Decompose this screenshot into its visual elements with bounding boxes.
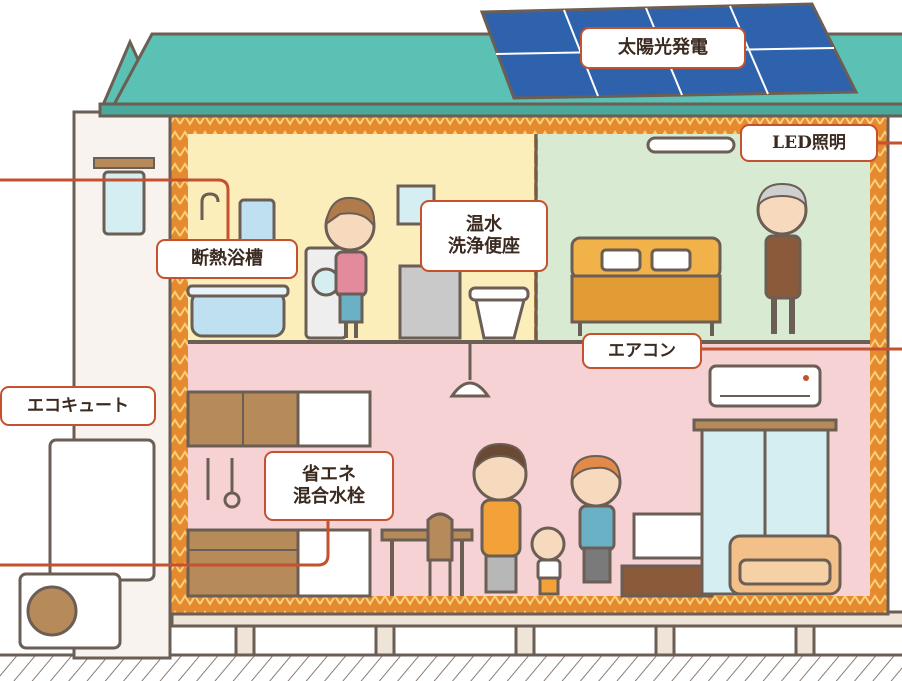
insulated-bathtub-text: 断熱浴槽 (191, 248, 263, 270)
child-figure (530, 526, 566, 596)
dining-set (380, 512, 474, 596)
bathtub (186, 192, 290, 338)
eco-cute-label: エコキュート (0, 386, 156, 426)
solar-power-text: 太陽光発電 (618, 37, 708, 59)
eco-cute-unit (18, 438, 156, 650)
led-lighting-text: LED照明 (772, 132, 846, 153)
foundation-pillars (170, 610, 902, 657)
father-figure (472, 442, 528, 594)
bidet-toilet-text-line1: 温水 (466, 214, 502, 236)
toilet (396, 184, 530, 340)
mother-figure (570, 454, 622, 584)
air-conditioner-label: エアコン (582, 333, 702, 369)
kitchen-cabinets (186, 390, 372, 598)
bidet-toilet-text-line2: 洗浄便座 (448, 236, 520, 257)
led-lighting-label: LED照明 (740, 124, 878, 162)
eco-faucet-text-line1: 省エネ (302, 464, 356, 486)
pendant-lamp (449, 344, 491, 398)
grandfather-figure (756, 182, 808, 334)
sofa (728, 534, 842, 596)
insulated-bathtub-label: 断熱浴槽 (156, 239, 298, 279)
eco-cute-text: エコキュート (27, 395, 129, 416)
solar-power-label: 太陽光発電 (580, 27, 746, 69)
eco-faucet-text-line2: 混合水栓 (293, 486, 365, 507)
callout-lines (0, 141, 902, 567)
eco-faucet-label: 省エネ 混合水栓 (264, 451, 394, 521)
bed (570, 236, 722, 336)
led-ceiling-light (646, 136, 736, 154)
air-conditioner (708, 364, 822, 408)
television (620, 512, 714, 598)
woman-figure (324, 196, 376, 338)
air-conditioner-text: エアコン (608, 340, 676, 361)
bidet-toilet-label: 温水 洗浄便座 (420, 200, 548, 272)
